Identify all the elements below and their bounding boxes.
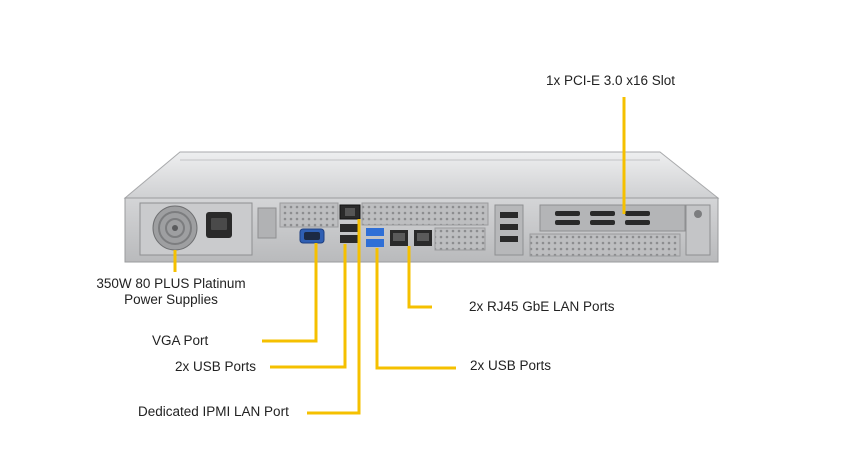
chassis-top xyxy=(123,151,720,199)
label-pcie-slot: 1x PCI-E 3.0 x16 Slot xyxy=(546,73,676,88)
usb-port-left-2 xyxy=(340,235,358,243)
leader-rj45 xyxy=(407,246,432,309)
leader-vga xyxy=(262,243,318,343)
leader-usb-right xyxy=(375,248,456,370)
label-psu-line2: Power Supplies xyxy=(124,292,218,307)
usb3-port-2 xyxy=(366,239,384,247)
leader-usb-left xyxy=(270,244,347,369)
label-rj45-ports: 2x RJ45 GbE LAN Ports xyxy=(469,299,615,314)
label-ipmi-lan-port: Dedicated IPMI LAN Port xyxy=(138,404,289,419)
label-usb-ports-left: 2x USB Ports xyxy=(175,359,257,374)
leader-ipmi xyxy=(307,219,361,415)
usb3-port-1 xyxy=(366,228,384,236)
rj45-ports xyxy=(390,230,432,246)
pcie-slot xyxy=(539,204,686,232)
label-power-supplies: 350W 80 PLUS Platinum Power Supplies xyxy=(80,276,262,308)
label-vga-port: VGA Port xyxy=(152,333,209,348)
label-usb-ports-right: 2x USB Ports xyxy=(470,358,552,373)
vga-port xyxy=(299,228,325,244)
label-psu-line1: 350W 80 PLUS Platinum xyxy=(96,276,246,291)
usb-port-left-1 xyxy=(340,224,358,232)
leader-lines xyxy=(173,97,626,415)
